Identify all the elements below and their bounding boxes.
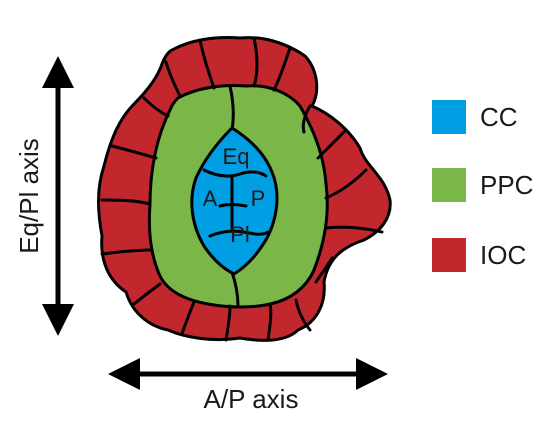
- vertical-axis-label: Eq/Pl axis: [14, 138, 44, 254]
- vertical-axis: [42, 56, 74, 336]
- cc-label-top: Eq: [223, 144, 250, 169]
- cc-label-bottom: Pl: [230, 222, 250, 247]
- ioc-divider-17: [142, 96, 170, 118]
- ioc-divider-6: [324, 168, 368, 200]
- right-arrow-icon: [356, 358, 388, 390]
- cc-divider-bottom-arc: [208, 229, 270, 238]
- ioc-divider-11: [224, 304, 232, 342]
- ioc-divider-3: [272, 46, 292, 92]
- central-cells: [190, 126, 279, 276]
- cc-divider-top-arc: [202, 168, 268, 178]
- ioc-divider-8: [314, 256, 334, 284]
- ioc-divider-12: [180, 300, 196, 336]
- ioc-divider-15: [100, 198, 152, 206]
- cc-label-left: A: [203, 186, 218, 211]
- cc-label-right: P: [251, 186, 266, 211]
- ioc-divider-18: [164, 60, 182, 98]
- ioc-divider-2: [252, 36, 259, 88]
- legend-swatch-ppc: [432, 168, 466, 202]
- up-arrow-icon: [42, 56, 74, 88]
- ioc-divider-9: [294, 298, 312, 332]
- ioc-divider-4: [301, 104, 312, 134]
- horizontal-axis-label: A/P axis: [204, 384, 299, 414]
- legend-label-ioc: IOC: [480, 240, 526, 270]
- ioc-divider-13: [132, 282, 162, 306]
- ioc-divider-7: [324, 225, 384, 234]
- down-arrow-icon: [42, 304, 74, 336]
- legend-swatch-cc: [432, 100, 466, 134]
- ioc-divider-10: [266, 302, 273, 342]
- legend-swatch-ioc: [432, 238, 466, 272]
- ioc-divider-16: [110, 144, 158, 160]
- cc-divider-middle-horizontal: [218, 203, 248, 208]
- left-arrow-icon: [108, 358, 140, 390]
- ommatidium: [97, 36, 392, 342]
- legend-label-ppc: PPC: [480, 170, 533, 200]
- legend-label-cc: CC: [480, 102, 518, 132]
- ioc-divider-1: [198, 38, 216, 90]
- ioc-divider-5: [316, 128, 348, 160]
- horizontal-axis: [108, 358, 388, 390]
- ioc-divider-14: [100, 248, 152, 256]
- legend: CC PPC IOC: [432, 100, 533, 272]
